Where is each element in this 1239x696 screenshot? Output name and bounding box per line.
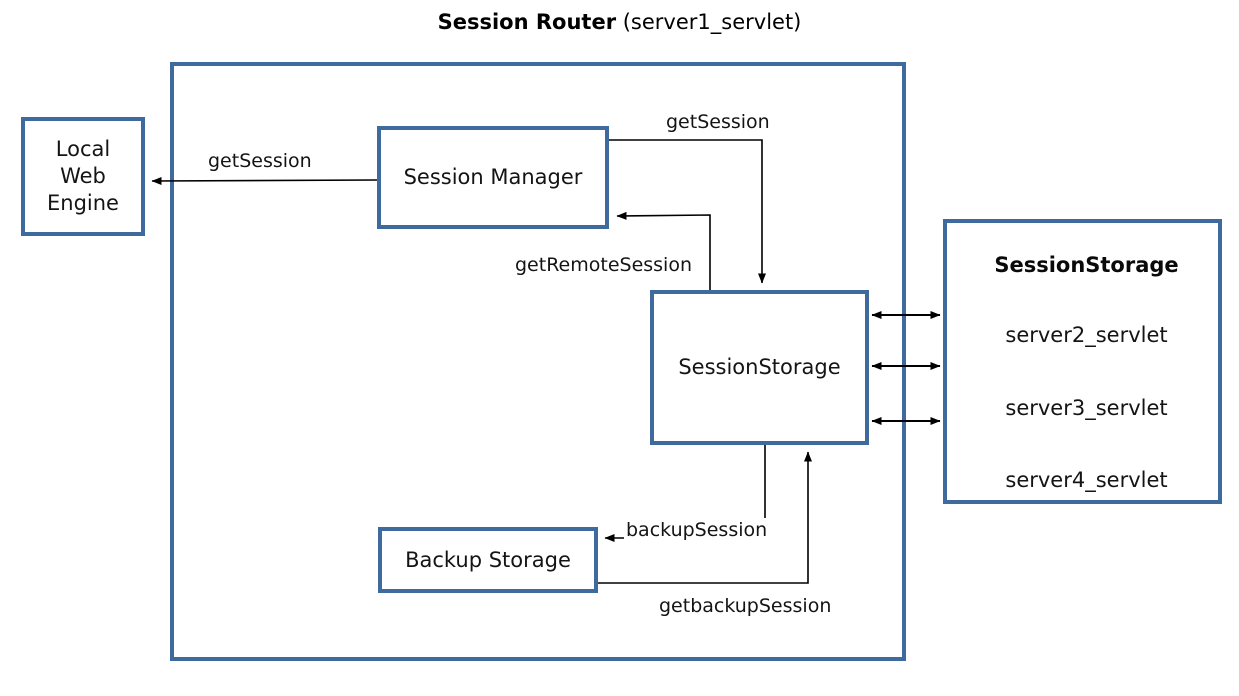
- node-session-storage-local-label: SessionStorage: [678, 355, 841, 379]
- remote-servlet-entry: server3_servlet: [1005, 396, 1168, 420]
- node-backup-storage-label: Backup Storage: [405, 547, 571, 572]
- node-session-storage-remote[interactable]: SessionStorage server2_servlet server3_s…: [943, 219, 1222, 504]
- node-local-web-engine[interactable]: Local Web Engine: [21, 117, 145, 236]
- page-title: Session Router (server1_servlet): [0, 8, 1239, 36]
- edge-label-getbackupsession: getbackupSession: [657, 594, 834, 618]
- remote-servlet-entry: server4_servlet: [1005, 468, 1168, 492]
- node-session-manager[interactable]: Session Manager: [377, 126, 609, 229]
- session-router-container: [170, 62, 906, 661]
- edge-label-getsession-top: getSession: [664, 110, 772, 134]
- node-session-storage-local[interactable]: SessionStorage: [650, 290, 869, 445]
- node-backup-storage[interactable]: Backup Storage: [378, 527, 598, 593]
- node-session-storage-remote-title: SessionStorage: [994, 253, 1179, 277]
- edge-label-getsession-left: getSession: [206, 149, 314, 173]
- page-title-strong: Session Router: [437, 10, 617, 34]
- node-local-web-engine-label: Local Web Engine: [47, 137, 119, 215]
- remote-servlet-entry: server2_servlet: [1005, 323, 1168, 347]
- page-title-normal: (server1_servlet): [616, 10, 802, 34]
- edge-label-backupsession: backupSession: [624, 518, 770, 542]
- node-session-manager-label: Session Manager: [403, 165, 583, 189]
- edge-label-getremotesession: getRemoteSession: [513, 253, 695, 277]
